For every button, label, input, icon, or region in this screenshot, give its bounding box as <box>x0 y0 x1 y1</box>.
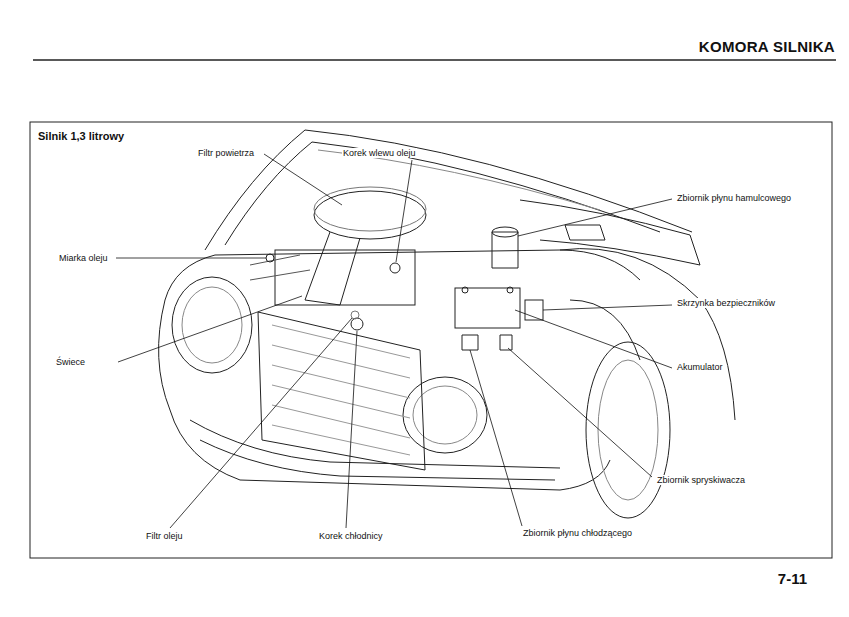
hood-inner <box>225 142 660 245</box>
part-name: Miarka oleju <box>58 253 109 263</box>
radiator <box>258 312 425 470</box>
part-name: Filtr powietrza <box>197 148 255 158</box>
wheel-arch <box>570 300 640 360</box>
part-name: Zbiornik spryskiwacza <box>656 475 746 485</box>
engine-heading: Silnik 1,3 litrowy <box>37 130 125 143</box>
washer-reservoir <box>500 335 512 350</box>
page-number: 7-11 <box>777 570 808 587</box>
coolant-reservoir <box>462 335 478 350</box>
cowl-box <box>565 225 605 240</box>
hood-line <box>318 150 600 210</box>
figure-frame <box>30 122 832 558</box>
left-headlight-inner <box>182 287 242 363</box>
engine-block <box>275 250 415 305</box>
part-name: Korek wlewu oleju <box>342 148 417 158</box>
part-name: Skrzynka bezpieczników <box>676 298 776 308</box>
wheel <box>586 342 670 518</box>
part-name: Zbiornik płynu chłodzącego <box>522 528 633 538</box>
oil-filter <box>351 311 359 319</box>
part-name: Filtr oleju <box>145 531 184 541</box>
part-name: Akumulator <box>676 362 724 372</box>
body-top <box>165 250 640 300</box>
cowl <box>520 200 700 265</box>
header-rule <box>33 59 836 61</box>
air-duct <box>305 232 360 305</box>
radiator-fins <box>272 325 410 455</box>
bumper <box>159 300 610 490</box>
battery-terminal <box>507 287 513 293</box>
battery-terminal <box>462 287 468 293</box>
hood <box>205 130 692 250</box>
left-headlight <box>172 277 252 373</box>
air-filter-lid <box>314 187 426 231</box>
battery <box>455 288 520 328</box>
dipstick-handle <box>266 254 274 262</box>
wheel-inner <box>598 360 658 500</box>
part-name: Zbiornik płynu hamulcowego <box>676 193 792 203</box>
part-name: Korek chłodnicy <box>318 531 384 541</box>
right-headlight <box>403 377 487 453</box>
fender <box>560 249 735 420</box>
bumper-line <box>200 440 555 480</box>
part-name: Świece <box>55 357 86 367</box>
radiator-cap <box>351 318 363 330</box>
leader-lines <box>116 154 672 528</box>
air-filter <box>314 191 426 239</box>
brake-reservoir-cap <box>492 227 518 237</box>
page-header: KOMORA SILNIKA <box>698 38 836 55</box>
hoses <box>250 255 310 280</box>
oil-cap <box>390 263 400 273</box>
